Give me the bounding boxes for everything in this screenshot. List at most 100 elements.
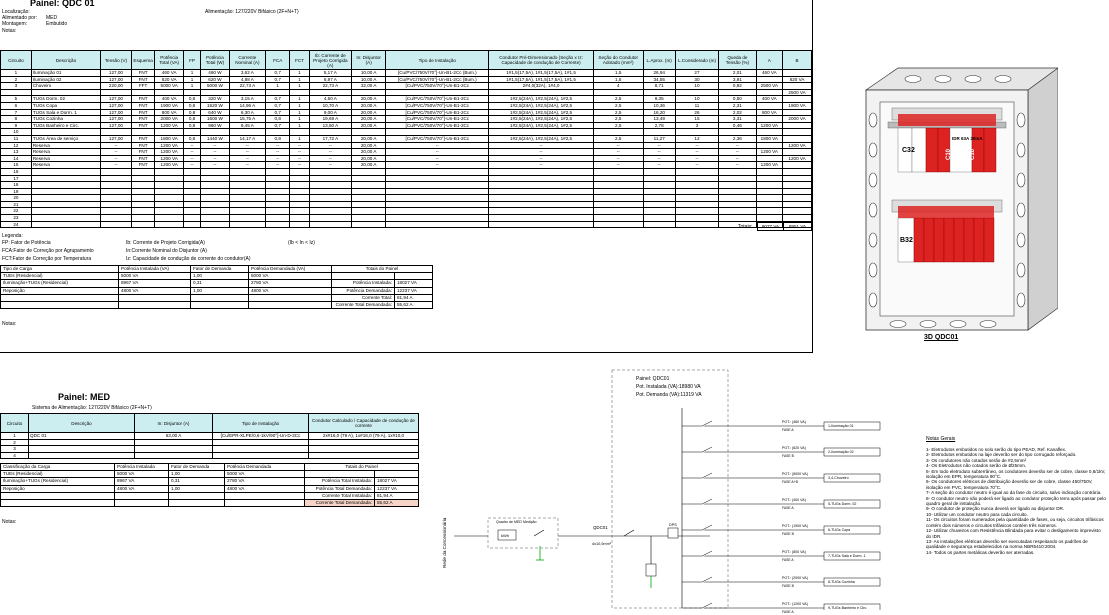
table-cell: 1200 VA (154, 141, 185, 150)
table-cell: Iluminação+TUGs (Residencial) (0, 477, 115, 486)
table-cell (351, 128, 387, 136)
table-row: 17 (0, 174, 812, 183)
table-cell (183, 128, 202, 136)
table-cell (183, 214, 202, 222)
rede-concessionaria: Rede da Concessionária (442, 517, 447, 568)
table-cell (385, 167, 490, 176)
qdc01-panel: Painel: QDC 01 Localização: Alimentado p… (0, 0, 813, 353)
table-cell: 18027 VA (374, 477, 419, 486)
table-cell (168, 499, 225, 508)
table-cell: Reposição (0, 484, 115, 493)
table-cell: 1,00 (190, 272, 249, 281)
table-cell (100, 214, 132, 222)
table-cell (642, 88, 676, 97)
circuit-box (823, 551, 881, 561)
table-cell: 2000 VA (782, 115, 812, 123)
table-cell: [Cu/PVC/750V/70°]-Un-B1-2Cc (385, 115, 490, 123)
table-cell (114, 499, 169, 508)
circuit-box (823, 525, 881, 535)
diagram-pot-instalada: Pot. Instalada (VA):18980 VA (636, 384, 701, 390)
table-cell (154, 174, 185, 183)
table-cell (782, 200, 812, 209)
table-cell (642, 167, 676, 176)
table-cell (228, 128, 266, 136)
column-header: FP (183, 50, 202, 70)
table-cell: 26,94 (642, 69, 676, 77)
circuit-pot: POT.: (1900 VA) (782, 524, 808, 528)
breaker-symbol (701, 602, 713, 609)
table-cell: 127,00 (100, 101, 132, 110)
table-cell (782, 194, 812, 202)
diagram-pot-demanda: Pot. Demanda (VA):11319 VA (636, 392, 702, 398)
table-cell: 22,73 A (308, 82, 353, 90)
table-cell: 0,8 (183, 121, 202, 130)
table-cell: 2,5 (592, 108, 644, 117)
table-cell: 4 (0, 451, 29, 460)
table-cell (228, 187, 266, 196)
table-cell: 4800 VA (114, 484, 169, 493)
table-cell (674, 194, 720, 202)
table-cell: Reserva (30, 161, 102, 169)
column-header: Ib: Corrente de Projeto Corrigida (A) (308, 50, 353, 70)
table-cell: 12237 VA (374, 484, 419, 493)
table-cell: 8,71 (642, 82, 676, 90)
circuit-box (823, 499, 881, 509)
table-cell: 14,96 A (228, 101, 266, 110)
nota-item: 5- Em todo eletroduto subterrâneo, os co… (926, 468, 1106, 480)
table-cell: -- (674, 154, 720, 163)
table-cell (674, 187, 720, 196)
table-cell (351, 174, 387, 183)
circuit-box (823, 447, 881, 457)
table-cell (289, 181, 310, 189)
table-cell: 14,17 A (228, 134, 266, 143)
table-cell (718, 220, 757, 229)
table-row: 24 (0, 220, 812, 229)
table-cell: 0,92 (718, 82, 757, 90)
table-cell: FNT (130, 69, 156, 77)
table-cell (248, 293, 332, 303)
table-cell: 20,00 A (351, 148, 387, 156)
table-cell (154, 207, 185, 216)
table-cell: 640 W (200, 108, 230, 117)
table-cell (0, 499, 115, 508)
table-cell (183, 167, 202, 176)
circuit-name: 9-TUGs Banheiro e Circ. (828, 606, 868, 610)
table-cell: -- (228, 148, 266, 156)
table-cell (488, 220, 594, 229)
column-header: Potência Demandada (VA) (248, 264, 332, 274)
table-cell (304, 470, 375, 479)
table-cell (28, 445, 135, 453)
qdc01-notas: Notas: (2, 321, 17, 327)
table-cell (488, 207, 594, 216)
table-cell (782, 148, 812, 156)
table-cell: 8967 VA (118, 279, 191, 288)
table-cell: 0,31 (190, 279, 249, 288)
qdc01-meta: Localização: Alimentado por:MED Montagem… (2, 9, 67, 34)
table-cell: 1200 VA (782, 154, 812, 163)
table-cell: 0,8 (183, 115, 202, 123)
table-row: 10 (0, 128, 812, 136)
table-cell (351, 181, 387, 189)
table-cell (30, 207, 102, 216)
table-cell (264, 207, 291, 216)
table-cell (130, 174, 156, 183)
table-cell: TUEs (Residencial) (0, 272, 119, 281)
table-cell: 0,8 (264, 134, 291, 143)
table-cell: 14 (0, 154, 32, 163)
table-cell: 2,78 (642, 121, 676, 130)
table-cell (488, 167, 594, 176)
table-cell (200, 187, 230, 196)
table-cell (212, 445, 309, 453)
table-cell: 220,00 (100, 82, 132, 90)
table-cell: Corrente Total Demandada: (331, 301, 395, 310)
column-header: FCA (264, 50, 291, 70)
table-cell: 5000 W (200, 82, 230, 90)
table-cell (264, 214, 291, 222)
table-cell: FNT (130, 75, 156, 84)
table-cell (308, 187, 353, 196)
table-cell: 11 (0, 134, 32, 143)
